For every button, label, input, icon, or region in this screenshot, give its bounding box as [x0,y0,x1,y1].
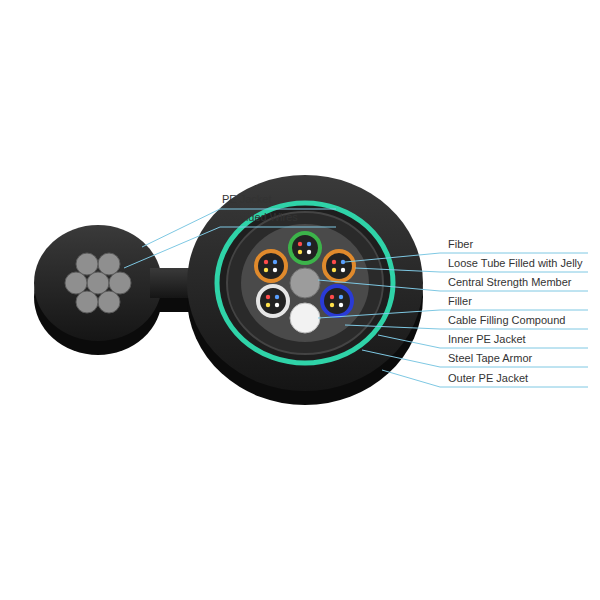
filler [290,303,320,333]
part-label: Steel Tape Armor [448,352,532,365]
central-strength-member [290,268,320,298]
part-label: Cable Filling Compound [448,314,565,327]
leader-lines [124,209,588,387]
part-label: Inner PE Jacket [448,333,526,346]
part-label: Loose Tube Filled with Jelly [448,257,583,270]
fibers [264,242,345,307]
part-label: Outer PE Jacket [448,372,528,385]
part-label: Central Strength Member [448,276,572,289]
part-label: Filler [448,295,472,308]
inner-pe-jacket [227,212,383,354]
loose-tubes [256,233,354,316]
stranded-wires [65,253,131,313]
part-label: Fiber [448,238,473,251]
part-label: Stranded Wires [222,211,298,224]
cable-face [34,175,423,391]
part-label: PE Jacket [222,193,272,206]
